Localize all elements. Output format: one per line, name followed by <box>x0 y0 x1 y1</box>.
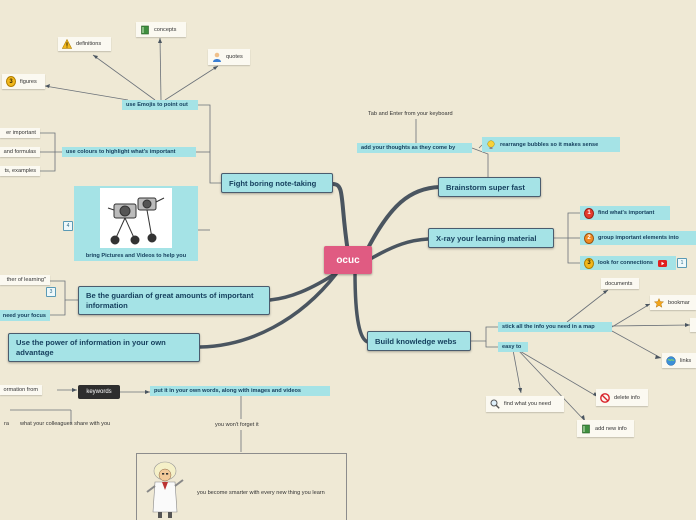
leaf-delete-info[interactable]: delete info <box>596 389 648 406</box>
attachment-count-badge[interactable]: 1 <box>677 258 687 268</box>
magnifier-icon <box>490 399 500 409</box>
leaf-learning[interactable]: ther of learning" <box>0 275 50 285</box>
leaf-formulas[interactable]: and formulas <box>0 147 40 157</box>
leaf-cut-off-ra[interactable]: ra <box>4 421 9 427</box>
leaf-add-new-info[interactable]: add new info <box>577 420 634 437</box>
book-icon <box>581 424 591 434</box>
branch-line-boring <box>331 182 350 254</box>
branch-line-xray <box>370 237 430 260</box>
subtopic-put-it-in-your-own-words[interactable]: put it in your own words, along with ima… <box>150 386 330 396</box>
subtopic-become-smarter[interactable]: you become smarter with every new thing … <box>136 453 347 520</box>
leaf-bookmarks[interactable]: bookmar <box>650 295 696 310</box>
leaf-quotes[interactable]: quotes <box>208 49 250 65</box>
leaf-figures[interactable]: 3 figures <box>2 74 45 89</box>
no-entry-icon <box>600 392 610 403</box>
central-topic[interactable]: ocuc <box>324 246 372 274</box>
person-icon <box>212 52 222 62</box>
leaf-examples[interactable]: ts, examples <box>0 166 40 176</box>
subtopic-use-colours[interactable]: use colours to highlight what's importan… <box>62 147 196 157</box>
subtopic-keywords[interactable]: keywords <box>78 385 120 399</box>
branch-x-ray-learning-material[interactable]: X-ray your learning material <box>428 228 554 248</box>
attachment-count-badge[interactable]: 3 <box>46 287 56 297</box>
branch-fight-boring-note-taking[interactable]: Fight boring note-taking <box>221 173 333 193</box>
book-icon <box>140 25 150 35</box>
subtopic-pictures-videos[interactable]: bring Pictures and Videos to help you <box>74 186 198 261</box>
leaf-bookmarks-label: bookmar <box>668 299 690 306</box>
number-three-badge-icon: 3 <box>584 257 594 269</box>
leaf-concepts[interactable]: concepts <box>136 22 186 37</box>
attachment-count-badge[interactable]: 4 <box>63 221 73 231</box>
branch-line-build <box>353 270 370 344</box>
subtopic-group-elements[interactable]: 2 group important elements into <box>580 231 696 245</box>
star-icon <box>654 297 664 308</box>
subtopic-rearrange-bubbles[interactable]: rearrange bubbles so it makes sense <box>482 137 620 152</box>
leaf-information-from[interactable]: ormation from <box>0 385 42 395</box>
branch-build-knowledge-webs[interactable]: Build knowledge webs <box>367 331 471 351</box>
subtopic-rearrange-bubbles-label: rearrange bubbles so it makes sense <box>500 141 599 148</box>
leaf-find-what-you-need[interactable]: find what you need <box>486 396 564 412</box>
branch-brainstorm-super-fast[interactable]: Brainstorm super fast <box>438 177 541 197</box>
subtopic-add-thoughts[interactable]: add your thoughts as they come by <box>357 143 472 153</box>
globe-icon <box>666 355 676 366</box>
leaf-definitions-label: definitions <box>76 41 102 47</box>
subtopic-group-elements-label: group important elements into <box>598 235 679 241</box>
leaf-tab-and-enter[interactable]: Tab and Enter from your keyboard <box>368 111 453 117</box>
subtopic-stick-info-in-map[interactable]: stick all the info you need in a map <box>498 322 612 332</box>
leaf-documents[interactable]: documents <box>601 278 639 289</box>
leaf-delete-info-label: delete info <box>614 394 640 401</box>
number-three-badge-icon: 3 <box>6 76 16 87</box>
leaf-links[interactable]: links <box>662 353 696 368</box>
leaf-links-label: links <box>680 357 692 364</box>
lightbulb-icon <box>486 139 496 150</box>
leaf-figures-label: figures <box>20 78 37 85</box>
branch-line-guardian <box>268 270 340 302</box>
leaf-colleagues-share[interactable]: what your colleagues share with you <box>20 421 111 427</box>
leaf-you-wont-forget-it[interactable]: you won't forget it <box>215 421 259 428</box>
leaf-cut-off[interactable] <box>690 318 696 332</box>
number-one-badge-icon: 1 <box>584 207 594 219</box>
branch-line-power <box>198 272 338 349</box>
youtube-icon <box>657 258 667 268</box>
branch-guardian-of-information[interactable]: Be the guardian of great amounts of impo… <box>78 286 270 315</box>
subtopic-look-for-connections[interactable]: 3 look for connections <box>580 256 676 270</box>
warning-icon <box>62 39 72 49</box>
subtopic-pictures-videos-label: bring Pictures and Videos to help you <box>85 253 187 259</box>
leaf-quotes-label: quotes <box>226 54 243 60</box>
branch-line-brainstorm <box>364 185 442 254</box>
subtopic-need-your-focus[interactable]: need your focus <box>0 310 50 321</box>
robot-camera-image <box>100 188 172 248</box>
subtopic-find-important-label: find what's important <box>598 210 655 216</box>
subtopic-use-emojis[interactable]: use Emojis to point out <box>122 100 198 110</box>
leaf-more-important[interactable]: er important <box>0 128 40 138</box>
leaf-add-new-info-label: add new info <box>595 425 627 432</box>
leaf-find-what-you-need-label: find what you need <box>504 401 551 407</box>
leaf-concepts-label: concepts <box>154 26 177 33</box>
subtopic-easy-to[interactable]: easy to <box>498 342 528 352</box>
subtopic-become-smarter-label: you become smarter with every new thing … <box>197 490 325 496</box>
scientist-image <box>143 460 189 520</box>
number-two-badge-icon: 2 <box>584 232 594 244</box>
subtopic-find-important[interactable]: 1 find what's important <box>580 206 670 220</box>
subtopic-look-for-connections-label: look for connections <box>598 260 654 266</box>
leaf-definitions[interactable]: definitions <box>58 37 111 51</box>
branch-power-of-information[interactable]: Use the power of information in your own… <box>8 333 200 362</box>
